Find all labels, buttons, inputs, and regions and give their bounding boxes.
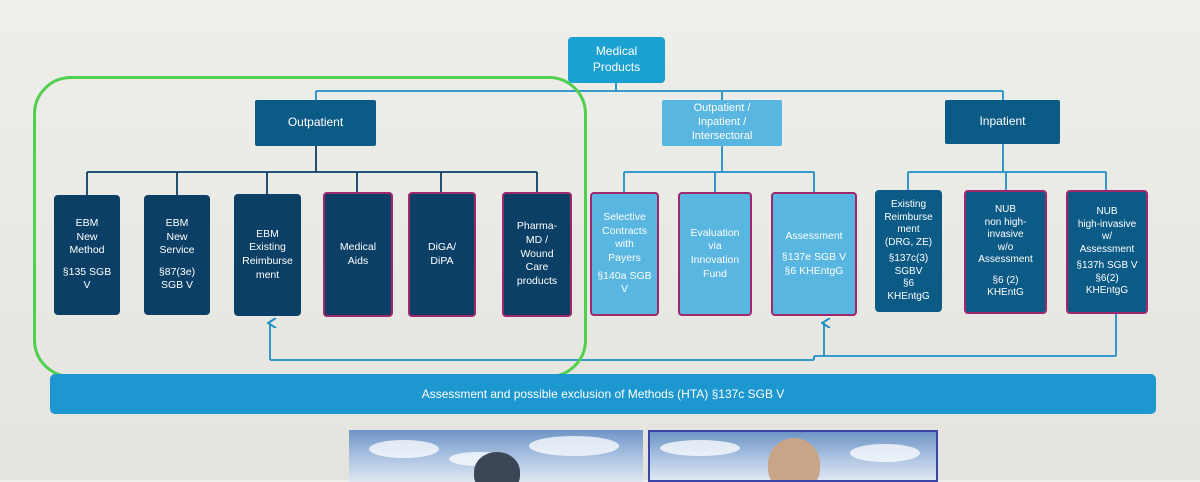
existing-reimbursement-drg-box: Existing Reimburse ment (DRG, ZE) §137c(… — [875, 190, 942, 312]
leaf-text: SGBV — [894, 265, 923, 277]
selective-contracts-box: Selective Contracts with Payers §140a SG… — [590, 192, 659, 316]
hta-banner-text: Assessment and possible exclusion of Met… — [421, 387, 785, 401]
leaf-text: KHEntgG — [887, 290, 930, 302]
leaf-text: Reimburse — [242, 255, 293, 267]
medical-products-box: Medical Products — [568, 37, 665, 83]
leaf-text: Method — [69, 244, 105, 257]
medical-products-label-1: Medical — [595, 44, 638, 59]
leaf-text: MD / — [525, 234, 549, 247]
leaf-text: §137e SGB V — [781, 251, 847, 264]
leaf-text: ment — [255, 268, 280, 281]
outpatient-group-box: Outpatient — [255, 100, 376, 146]
leaf-text: §6 KHEntgG — [784, 264, 844, 277]
leaf-text: KHEntG — [987, 287, 1024, 299]
leaf-text: Payers — [608, 252, 641, 264]
ebm-existing-reimbursement-box: EBM Existing Reimburse ment — [234, 194, 301, 316]
leaf-text: KHEntgG — [1085, 285, 1129, 297]
leaf-text: Innovation — [690, 254, 740, 266]
leaf-text: EBM — [165, 216, 189, 229]
leaf-text: V — [83, 279, 91, 292]
ebm-new-service-box: EBM New Service §87(3e) SGB V — [144, 195, 210, 315]
leaf-text: w/o — [997, 241, 1014, 253]
leaf-text: Medical — [339, 240, 377, 253]
leaf-text: invasive — [987, 229, 1024, 241]
leaf-text: Fund — [703, 267, 727, 280]
participant-avatar — [474, 452, 520, 482]
outpatient-group-label: Outpatient — [287, 115, 344, 130]
leaf-text: Assessment — [978, 254, 1033, 266]
diga-dipa-box: DiGA/ DiPA — [408, 192, 476, 317]
inpatient-group-box: Inpatient — [945, 100, 1060, 144]
leaf-text: §6 — [902, 278, 915, 289]
assessment-137e-box: Assessment §137e SGB V §6 KHEntgG — [771, 192, 857, 316]
pharma-md-wound-care-box: Pharma- MD / Wound Care products — [502, 192, 572, 317]
leaf-text: Existing — [890, 199, 926, 210]
leaf-text: products — [516, 274, 558, 287]
intersectoral-label-2: Inpatient / — [697, 116, 747, 129]
leaf-text: NUB — [1096, 206, 1118, 218]
video-thumbnail-left[interactable] — [349, 430, 643, 482]
participant-avatar — [768, 438, 820, 480]
leaf-text: Contracts — [602, 224, 647, 237]
leaf-text: §137h SGB V — [1076, 260, 1138, 272]
leaf-text: Assessment — [1079, 243, 1135, 255]
leaf-text: Evaluation — [690, 226, 740, 239]
leaf-text: w/ — [1102, 231, 1112, 243]
leaf-text: §137c(3) — [888, 253, 929, 264]
leaf-text: Existing — [249, 241, 286, 254]
leaf-text: Selective — [603, 211, 646, 224]
intersectoral-label-3: Intersectoral — [691, 129, 753, 142]
leaf-text: Wound — [520, 247, 554, 260]
nub-non-high-invasive-box: NUB non high- invasive w/o Assessment §6… — [964, 190, 1047, 314]
leaf-text: Assessment — [785, 229, 843, 242]
leaf-text: DiPA — [430, 254, 454, 267]
leaf-text: Service — [159, 244, 195, 257]
evaluation-innovation-fund-box: Evaluation via Innovation Fund — [678, 192, 752, 316]
leaf-text: Aids — [347, 254, 369, 267]
leaf-text: §135 SGB — [62, 265, 112, 278]
leaf-text: V — [620, 283, 628, 296]
leaf-text: (DRG, ZE) — [884, 236, 933, 248]
nub-high-invasive-box: NUB high-invasive w/ Assessment §137h SG… — [1066, 190, 1148, 314]
medical-aids-box: Medical Aids — [323, 192, 393, 317]
leaf-text: New — [76, 230, 98, 243]
intersectoral-group-box: Outpatient / Inpatient / Intersectoral — [662, 100, 782, 146]
leaf-text: non high- — [984, 216, 1027, 228]
leaf-text: high-invasive — [1077, 218, 1137, 230]
leaf-text: NUB — [994, 204, 1017, 216]
leaf-text: DiGA/ — [427, 240, 456, 253]
leaf-text: Care — [525, 261, 549, 274]
video-thumbnail-right[interactable] — [648, 430, 938, 482]
intersectoral-label-1: Outpatient / — [693, 102, 751, 115]
leaf-text: §140a SGB — [597, 269, 652, 282]
inpatient-group-label: Inpatient — [979, 114, 1026, 129]
leaf-text: Reimburse — [884, 211, 933, 223]
ebm-new-method-box: EBM New Method §135 SGB V — [54, 195, 120, 315]
leaf-text: New — [166, 230, 188, 243]
leaf-text: SGB V — [160, 279, 194, 292]
leaf-text: via — [708, 240, 722, 253]
leaf-text: with — [615, 238, 634, 251]
leaf-text: EBM — [75, 216, 99, 229]
leaf-text: ment — [897, 224, 920, 235]
leaf-text: EBM — [256, 227, 279, 240]
leaf-text: §6(2) — [1095, 272, 1119, 284]
medical-products-label-2: Products — [592, 60, 641, 74]
hta-assessment-banner: Assessment and possible exclusion of Met… — [50, 374, 1156, 414]
leaf-text: §87(3e) — [158, 265, 196, 278]
leaf-text: §6 (2) — [992, 274, 1019, 286]
leaf-text: Pharma- — [516, 220, 558, 233]
